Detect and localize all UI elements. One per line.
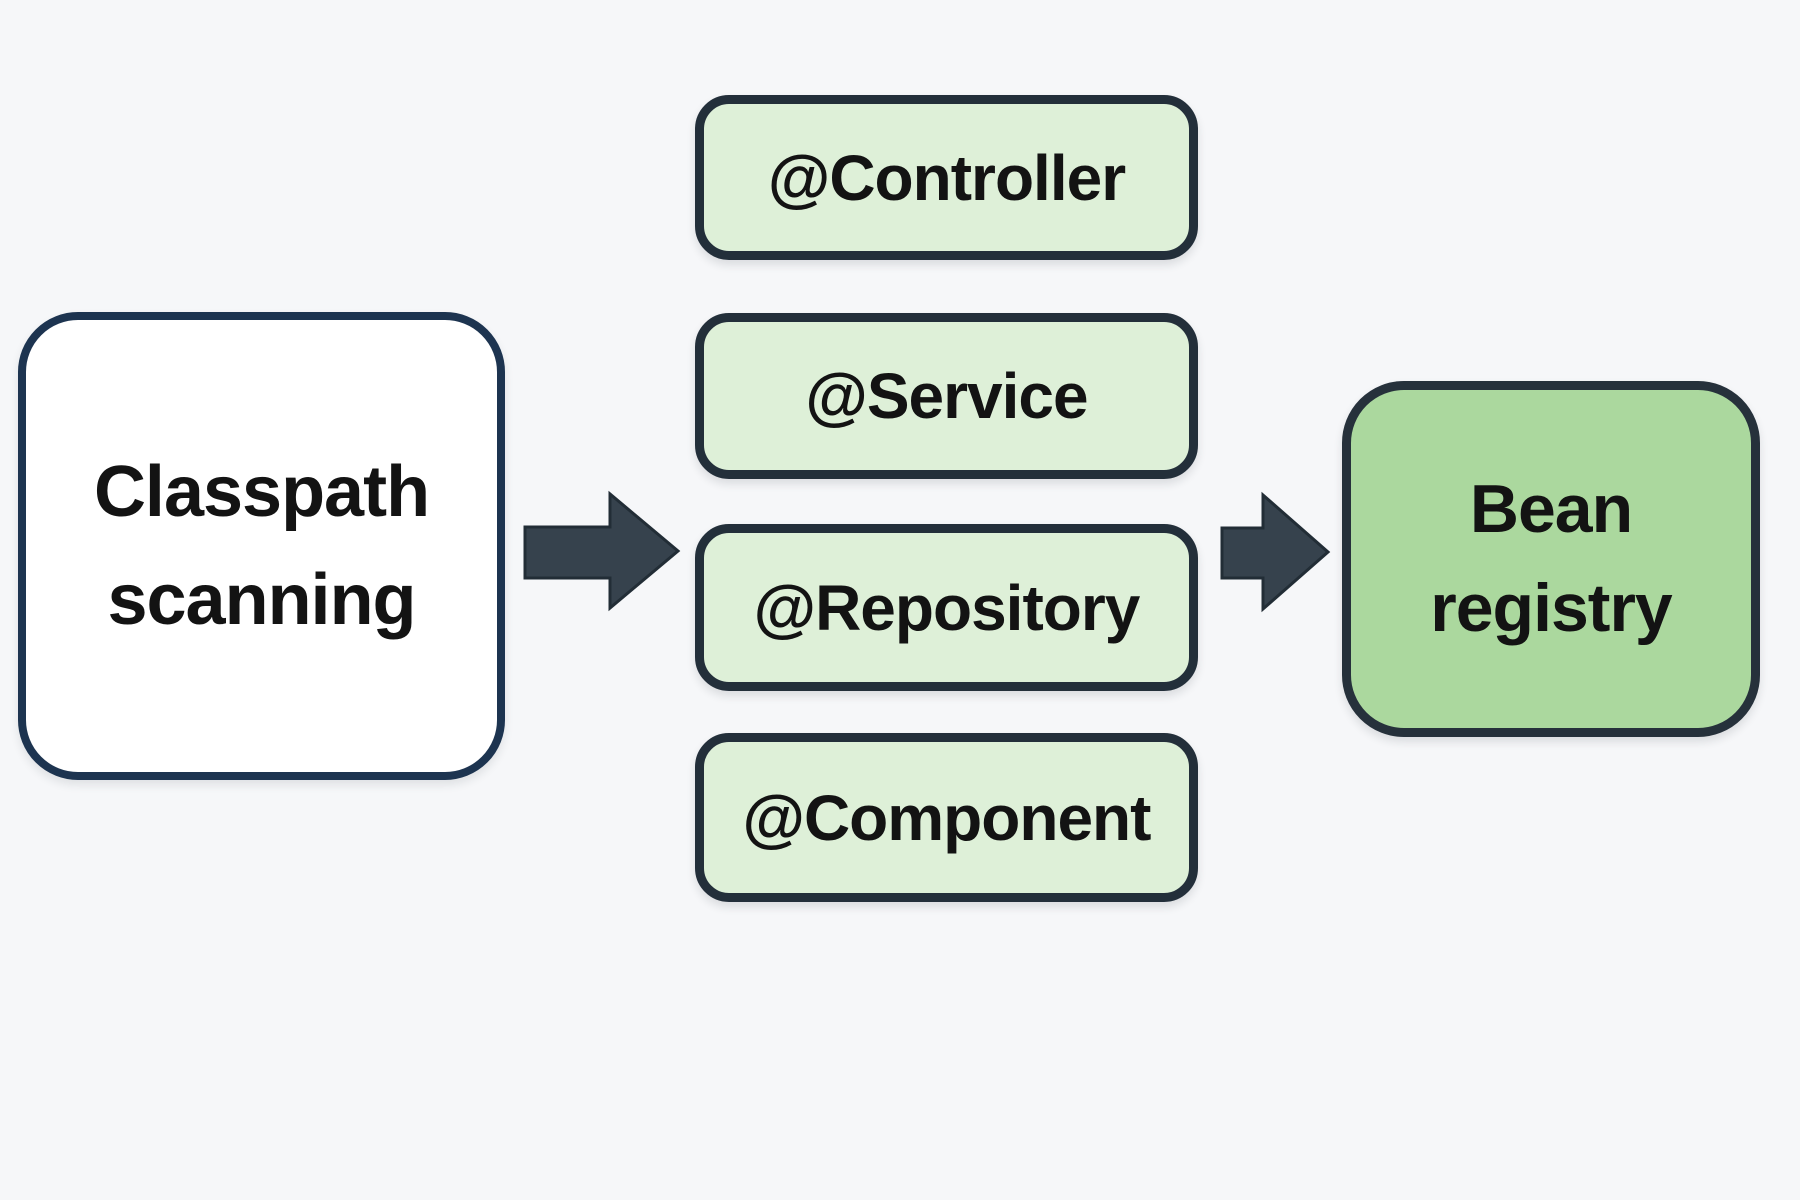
- node-annotation-controller: @Controller: [695, 95, 1198, 260]
- right-arrow-icon: [523, 490, 681, 612]
- node-annotation-repository-label: @Repository: [753, 571, 1141, 644]
- node-annotation-component-label: @Component: [742, 781, 1152, 854]
- node-bean-registry-label: Bean registry: [1430, 471, 1672, 646]
- node-annotation-service: @Service: [695, 313, 1198, 479]
- node-annotation-component: @Component: [695, 733, 1198, 902]
- node-bean-registry: Bean registry: [1342, 381, 1760, 737]
- right-arrow-icon: [1220, 491, 1331, 613]
- node-annotation-repository: @Repository: [695, 524, 1198, 691]
- node-annotation-service-label: @Service: [805, 360, 1088, 432]
- node-classpath-scanning-label: Classpath scanning: [93, 452, 430, 640]
- node-classpath-scanning: Classpath scanning: [18, 312, 505, 780]
- node-annotation-controller-label: @Controller: [767, 141, 1126, 214]
